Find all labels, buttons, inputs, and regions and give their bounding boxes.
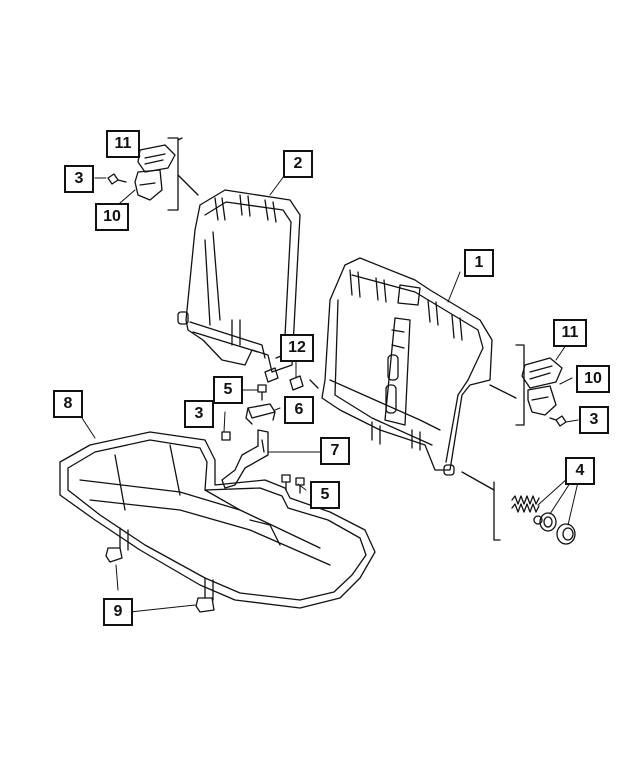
callout-3-middle: 3	[184, 400, 214, 428]
seatback-frame-right	[309, 257, 493, 476]
bushing	[264, 367, 304, 391]
callout-1: 1	[464, 249, 494, 277]
callout-2: 2	[283, 150, 313, 178]
seat-cushion-frame	[59, 431, 376, 609]
spring-kit	[511, 495, 576, 545]
recliner-latch-right	[521, 357, 563, 416]
callout-4: 4	[565, 457, 595, 485]
callout-6: 6	[284, 396, 314, 424]
screws	[107, 173, 567, 441]
callout-3-left: 3	[64, 165, 94, 193]
callout-8: 8	[53, 390, 83, 418]
callout-7: 7	[320, 437, 350, 465]
bolts	[257, 384, 305, 494]
bracket	[221, 429, 269, 489]
seatback-frame-left	[177, 189, 301, 373]
callout-10-left: 10	[95, 203, 129, 231]
group-bracket-left	[167, 137, 179, 211]
callout-3-right: 3	[579, 406, 609, 434]
callout-12: 12	[280, 334, 314, 362]
recliner-latch-left	[134, 144, 176, 201]
callout-10-right: 10	[576, 365, 610, 393]
clip	[245, 403, 276, 425]
clips-9	[105, 547, 215, 613]
callout-5-upper: 5	[213, 376, 243, 404]
group-bracket-spring	[493, 481, 501, 541]
callout-5-lower: 5	[310, 481, 340, 509]
callout-9: 9	[103, 598, 133, 626]
callout-11-left: 11	[106, 130, 140, 158]
group-bracket-right	[515, 344, 525, 426]
callout-11-right: 11	[553, 319, 587, 347]
